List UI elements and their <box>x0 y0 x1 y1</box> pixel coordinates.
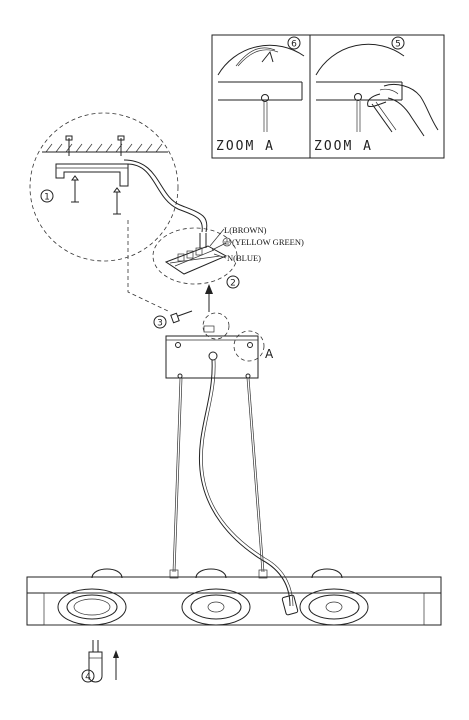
up-arrow-icon <box>261 50 274 63</box>
screw-icon <box>71 175 79 203</box>
label-neutral-blue: N(BLUE) <box>227 253 261 263</box>
zoom-panels: 6 ZOOM A 5 ZOOM A <box>211 34 445 159</box>
zoom-panel-left: 6 ZOOM A <box>216 36 305 154</box>
step-4-badge: 4 <box>85 673 91 683</box>
spot-lamp-left <box>57 568 127 626</box>
spot-lamp-right <box>299 568 369 626</box>
screw-icon <box>354 93 362 101</box>
canopy: A <box>165 312 274 379</box>
up-arrow-icon <box>205 284 213 294</box>
fixture-top-rail <box>26 576 442 594</box>
step-1-badge: 1 <box>44 193 50 203</box>
ceiling-bracket-detail: 1 <box>29 112 208 262</box>
zoom-panel-right: 5 ZOOM A <box>314 36 439 154</box>
step-2-badge: 2 <box>230 279 236 289</box>
zoom-left-caption: ZOOM A <box>216 139 275 154</box>
label-live-brown: L(BROWN) <box>224 225 267 235</box>
up-arrow-icon <box>113 650 119 658</box>
step-3-badge: 3 <box>157 319 163 329</box>
zoom-right-caption: ZOOM A <box>314 139 373 154</box>
hand-icon <box>367 83 439 137</box>
fixture-bar <box>26 568 442 626</box>
mounting-bracket <box>55 163 129 187</box>
terminal-block-detail: 2 L(BROWN) (YELLOW GREEN) N(BLUE) <box>152 225 304 312</box>
bulb-step: 4 <box>81 640 119 683</box>
label-earth-yellow-green: (YELLOW GREEN) <box>232 237 304 247</box>
zoom-right-step: 5 <box>395 40 401 50</box>
detail-circle <box>29 112 179 262</box>
detail-a-circle <box>233 330 265 362</box>
power-cord <box>198 359 291 607</box>
earth-icon <box>222 237 232 247</box>
screw-step: 3 <box>153 310 193 329</box>
spot-lamp-center <box>181 568 251 626</box>
screw-icon <box>261 94 269 102</box>
terminal-detail-circle <box>152 227 238 285</box>
bulb-icon <box>88 640 103 683</box>
zoom-left-step: 6 <box>291 40 297 50</box>
zoom-marker-circle <box>202 312 230 340</box>
zoom-panels-frame <box>211 34 445 159</box>
screw-icon <box>170 310 193 324</box>
screw-icon <box>113 187 121 215</box>
fixture-body <box>26 592 442 626</box>
detail-a-marker: A <box>265 347 274 361</box>
suspension-cables <box>172 359 299 616</box>
